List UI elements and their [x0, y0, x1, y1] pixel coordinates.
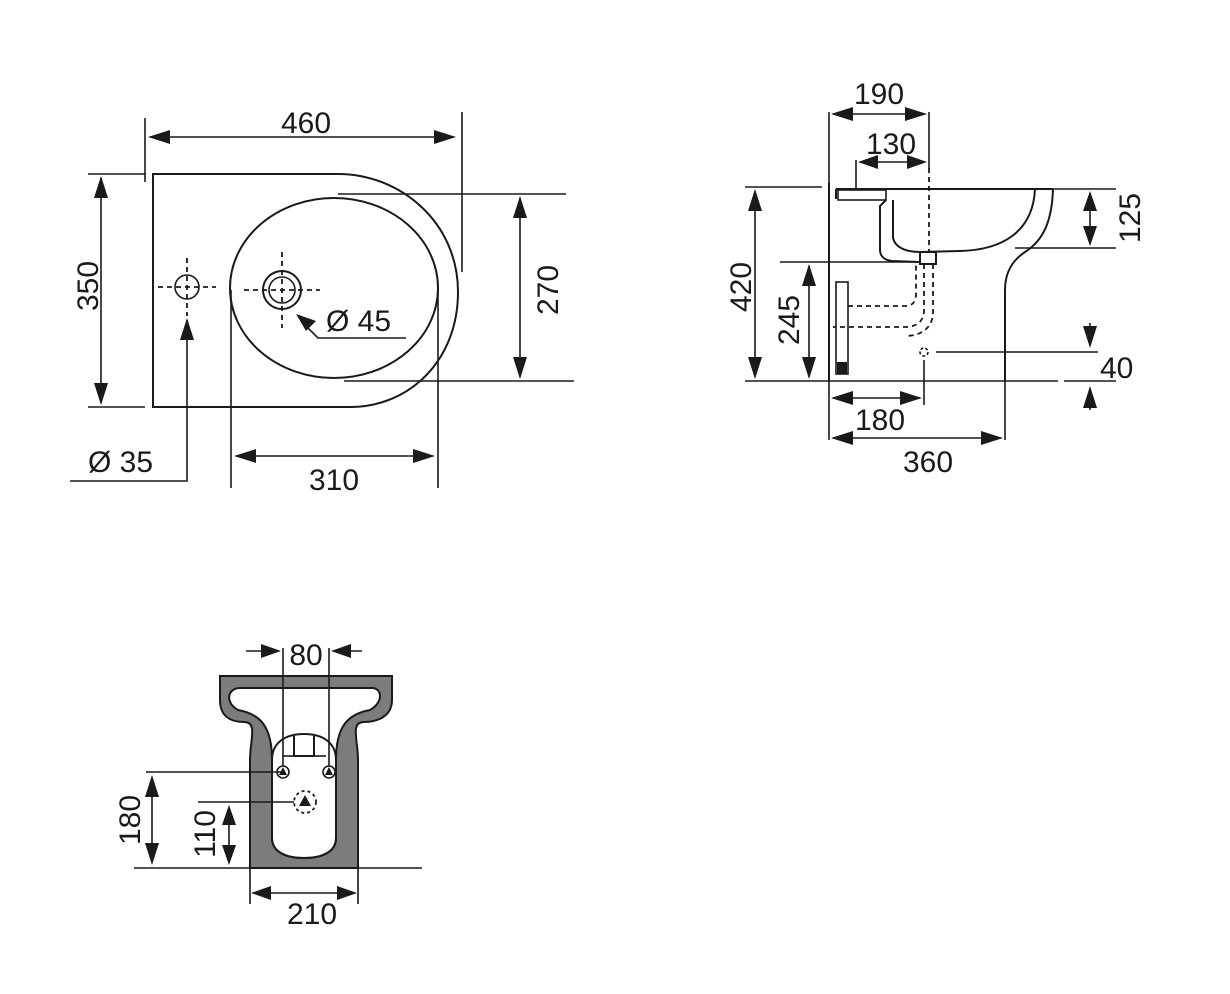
- arrowhead: [434, 130, 456, 144]
- dim-label-width: 460: [281, 107, 331, 140]
- arrowhead: [222, 805, 236, 825]
- basin-outer-profile: [1004, 188, 1054, 381]
- inlet-mark: [299, 795, 311, 806]
- arrowhead: [802, 264, 816, 286]
- arrowhead: [748, 189, 762, 211]
- arrowhead: [94, 383, 108, 405]
- trap-dashed: [848, 264, 934, 337]
- arrowhead: [905, 107, 927, 121]
- tap-ledge: [837, 189, 887, 201]
- arrowhead: [1083, 226, 1097, 246]
- dim-label-overall-depth: 190: [854, 78, 904, 111]
- top-view: 460 350 270 310 Ø 45 Ø 35: [70, 107, 574, 497]
- arrowhead: [831, 391, 853, 405]
- dim-label-foot-depth: 360: [903, 446, 953, 479]
- dim-label-side-hole: Ø 35: [88, 446, 153, 479]
- dim-label-tap-hole: Ø 45: [326, 305, 391, 338]
- arrowhead: [513, 196, 527, 218]
- arrowhead: [513, 357, 527, 379]
- wall-pipe-fill: [837, 362, 847, 374]
- leader-side-hole: [70, 320, 188, 482]
- dim-label-bowl-depth: 270: [532, 265, 565, 315]
- arrowhead: [858, 155, 878, 169]
- arrowhead: [907, 155, 927, 169]
- arrowhead: [1083, 191, 1097, 211]
- arrowhead: [900, 391, 922, 405]
- side-view: 190 130 125 420 245 40 180: [725, 78, 1147, 479]
- dim-label-tap-offset: 130: [866, 128, 916, 161]
- arrowhead: [222, 845, 236, 865]
- fixing-hole-left-mark: [279, 767, 287, 775]
- centre-bracket: [293, 736, 315, 757]
- dim-label-overall-height: 420: [725, 262, 758, 312]
- waste-outlet: [919, 251, 937, 265]
- arrowhead: [337, 886, 357, 900]
- dim-label-waste-height: 245: [773, 295, 806, 345]
- inlet-point: [919, 347, 929, 357]
- dim-label-bowl-height: 125: [1114, 193, 1147, 243]
- arrowhead: [145, 843, 159, 865]
- arrowhead: [296, 314, 316, 331]
- arrowhead: [831, 431, 853, 445]
- foot-cavity: [271, 732, 337, 860]
- arrowhead: [981, 431, 1003, 445]
- fixing-hole-right-mark: [325, 767, 333, 775]
- foot-view: 80 180 110 210: [114, 639, 422, 931]
- arrowhead: [1083, 326, 1097, 348]
- back-cavity: [879, 199, 921, 263]
- arrowhead: [331, 644, 351, 658]
- bowl-inner-profile: [892, 188, 1036, 254]
- dim-label-inlet-depth: 110: [189, 810, 222, 858]
- arrowhead: [1083, 386, 1097, 408]
- dim-label-inlet-height: 40: [1100, 352, 1133, 385]
- arrowhead: [413, 449, 435, 463]
- dim-label-foot-width: 210: [287, 898, 337, 931]
- arrowhead: [234, 449, 256, 463]
- arrowhead: [261, 644, 281, 658]
- arrowhead: [802, 357, 816, 379]
- inlet-hole: [293, 790, 317, 814]
- dim-label-fixing-spacing: 80: [289, 639, 322, 672]
- arrowhead: [251, 886, 271, 900]
- arrowhead: [831, 107, 853, 121]
- arrowhead: [180, 318, 194, 340]
- trap-dashed: [833, 264, 925, 328]
- arrowhead: [145, 775, 159, 797]
- dim-label-bowl-width: 310: [309, 464, 359, 497]
- dim-label-depth: 350: [72, 261, 105, 311]
- dim-label-fixing-depth: 180: [114, 795, 147, 845]
- arrowhead: [148, 130, 170, 144]
- arrowhead: [748, 357, 762, 379]
- wall-pipe: [835, 281, 849, 375]
- basin-outline: [152, 173, 460, 408]
- bowl-outline: [229, 197, 439, 379]
- arrowhead: [94, 176, 108, 198]
- tap-hole-inner: [268, 276, 296, 304]
- dim-label-waste-offset: 180: [855, 404, 905, 437]
